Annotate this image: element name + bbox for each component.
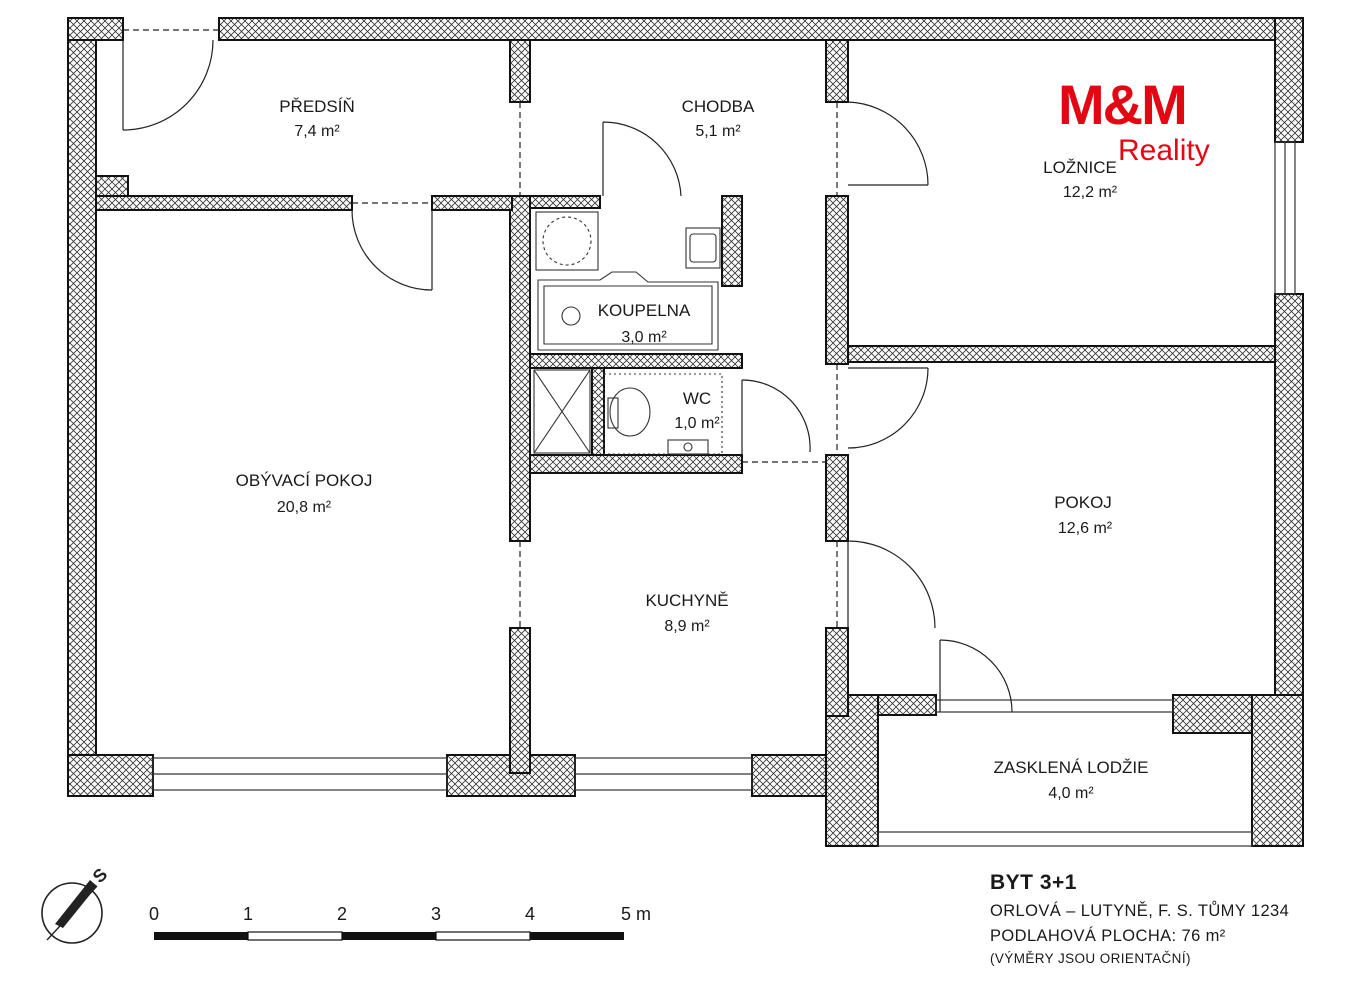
room-kuchyne-name: KUCHYNĚ <box>645 591 728 610</box>
logo-brand: M&M <box>1058 73 1186 136</box>
brand-logo: M&M Reality <box>1058 73 1210 167</box>
room-chodba-name: CHODBA <box>682 97 755 116</box>
room-kuchyne-area: 8,9 m² <box>664 618 710 635</box>
room-obyvaci-area: 20,8 m² <box>277 499 332 516</box>
scale-tick-0: 0 <box>149 904 159 924</box>
room-labels: PŘEDSÍŇ 7,4 m² CHODBA 5,1 m² LOŽNICE 12,… <box>236 97 1149 802</box>
room-lodzie-name: ZASKLENÁ LODŽIE <box>994 758 1149 777</box>
scale-tick-4: 4 <box>525 904 535 924</box>
room-pokoj-area: 12,6 m² <box>1058 520 1113 537</box>
room-chodba-area: 5,1 m² <box>695 123 741 140</box>
room-koupelna-name: KOUPELNA <box>598 301 691 320</box>
room-predsin-name: PŘEDSÍŇ <box>279 97 355 116</box>
windows <box>152 141 1296 847</box>
room-predsin-area: 7,4 m² <box>294 123 340 140</box>
room-loznice-area: 12,2 m² <box>1063 184 1118 201</box>
room-lodzie-area: 4,0 m² <box>1048 785 1094 802</box>
room-pokoj-name: POKOJ <box>1054 493 1112 512</box>
room-koupelna-area: 3,0 m² <box>621 329 667 346</box>
room-wc-name: WC <box>683 389 711 408</box>
doors <box>122 29 1013 713</box>
info-address: ORLOVÁ – LUTYNĚ, F. S. TŮMY 1234 <box>990 901 1289 920</box>
info-note: (VÝMĚRY JSOU ORIENTAČNÍ) <box>990 951 1191 966</box>
walls <box>67 17 1304 847</box>
compass-icon: S <box>41 864 111 944</box>
room-obyvaci-name: OBÝVACÍ POKOJ <box>236 471 373 490</box>
info-block: BYT 3+1 ORLOVÁ – LUTYNĚ, F. S. TŮMY 1234… <box>990 871 1289 966</box>
room-wc-area: 1,0 m² <box>674 415 720 432</box>
scale-tick-1: 1 <box>243 904 253 924</box>
logo-sub: Reality <box>1118 134 1210 167</box>
room-loznice-name: LOŽNICE <box>1043 158 1117 177</box>
fixtures <box>533 211 723 455</box>
info-area: PODLAHOVÁ PLOCHA: 76 m² <box>990 926 1226 945</box>
info-title: BYT 3+1 <box>990 871 1077 894</box>
scale-tick-2: 2 <box>337 904 347 924</box>
scale-bar: 0 1 2 3 4 5 m <box>149 904 651 941</box>
scale-tick-5: 5 m <box>621 904 651 924</box>
scale-tick-3: 3 <box>431 904 441 924</box>
